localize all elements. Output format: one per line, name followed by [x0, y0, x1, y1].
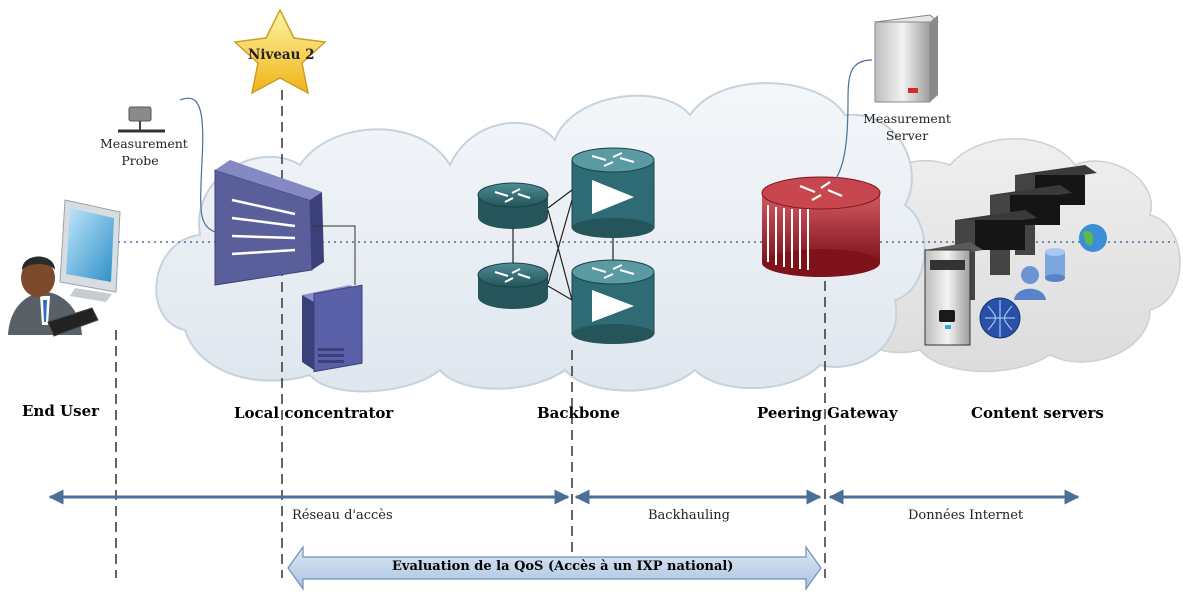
probe-label-line1: Measurement [100, 136, 188, 151]
concentrator-cable [312, 225, 356, 285]
switch-icon-bottom-right [571, 259, 655, 344]
access-segment-label: Réseau d'accès [292, 508, 393, 523]
router-icon-bottom-left [477, 262, 549, 309]
router-icon-top-left [477, 182, 549, 229]
backbone-label: Backbone [537, 404, 620, 422]
local-concentrator-label: Local concentrator [234, 404, 394, 422]
probe-cable [179, 97, 216, 233]
concentrator-icon [214, 160, 324, 286]
server-label: Measurement Server [862, 110, 952, 144]
gateway-router-icon [761, 176, 881, 277]
star-label: Niveau 2 [248, 47, 315, 63]
content-servers-icon [924, 165, 1107, 346]
server-label-line2: Server [885, 128, 929, 143]
user-icon [8, 256, 99, 337]
switch-icon-top-right [571, 147, 655, 238]
server-cable [834, 59, 873, 181]
probe-icon [118, 106, 165, 133]
measurement-server-icon [873, 14, 940, 103]
monitor-icon [59, 199, 121, 302]
star-icon [233, 8, 327, 95]
access-server-icon [302, 284, 363, 373]
qos-label: Evaluation de la QoS (Accès à un IXP nat… [392, 559, 734, 574]
internet-segment-label: Données Internet [908, 508, 1024, 523]
backbone-links [512, 189, 614, 301]
qos-arrow [287, 545, 822, 591]
peering-gateway-label: Peering Gateway [757, 404, 898, 422]
probe-label: Measurement Probe [100, 135, 188, 169]
backhauling-segment-label: Backhauling [648, 508, 730, 523]
end-user-label: End User [22, 402, 100, 420]
probe-label-line2: Probe [121, 153, 159, 168]
server-label-line1: Measurement [863, 111, 951, 126]
content-servers-label: Content servers [971, 404, 1104, 422]
